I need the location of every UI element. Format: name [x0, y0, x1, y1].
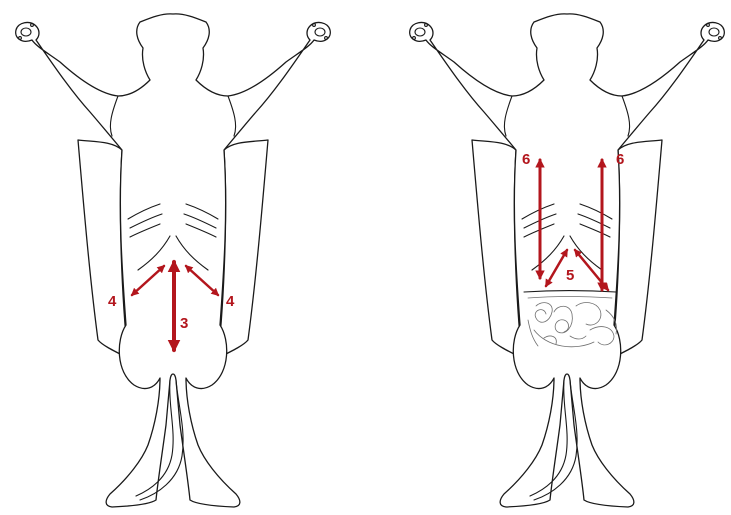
label-incision-4-left: 4 [108, 293, 117, 310]
label-incision-6-right: 6 [616, 151, 624, 168]
label-incision-6-left: 6 [522, 151, 530, 168]
left-cat-figure: 4 4 3 [16, 14, 331, 507]
right-cat-figure: 6 6 5 [410, 14, 725, 507]
label-incision-4-right: 4 [226, 293, 235, 310]
label-incision-3: 3 [180, 315, 188, 332]
cat-outline-right [410, 14, 725, 507]
label-incision-5: 5 [566, 267, 574, 284]
